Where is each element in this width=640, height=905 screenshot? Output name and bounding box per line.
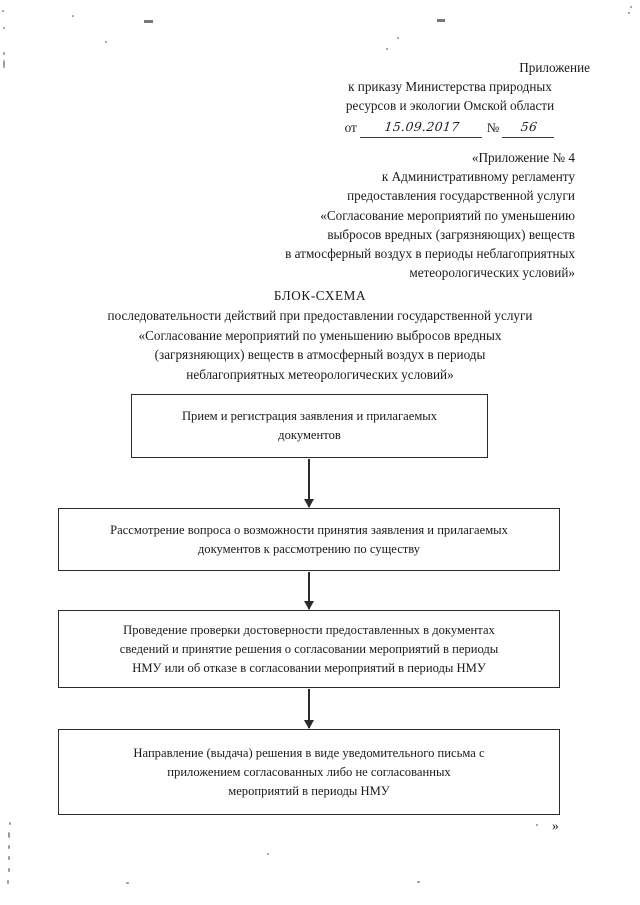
number-value-handwritten: 56 (502, 116, 557, 138)
arrow-down-icon (303, 720, 314, 729)
flowchart-connector-3-to-4 (303, 689, 314, 729)
scan-artifact (536, 824, 538, 826)
flowchart-box-4-line-1: Направление (выдача) решения в виде увед… (133, 745, 485, 760)
flowchart-box-1: Прием и регистрация заявления и прилагае… (131, 394, 488, 458)
prilozhenie-line-3: предоставления государственной услуги (347, 188, 575, 204)
arrow-down-icon (303, 601, 314, 610)
scan-artifact (437, 19, 445, 22)
scan-artifact (630, 6, 632, 8)
page-title-block: БЛОК-СХЕМА последовательности действий п… (40, 286, 600, 384)
arrow-down-icon (303, 499, 314, 508)
prilozhenie-line-2: к Административному регламенту (381, 169, 575, 185)
scan-artifact (417, 881, 420, 883)
header-ministry-line-2: к приказу Министерства природных (348, 79, 552, 95)
scan-artifact (126, 882, 129, 884)
header-ministry-block: Приложение к приказу Министерства природ… (300, 58, 600, 138)
flowchart-box-2-line-2: документов к рассмотрению по существу (197, 541, 421, 556)
scan-artifact (3, 52, 5, 55)
scan-artifact (386, 48, 388, 50)
prilozhenie-line-4: «Согласование мероприятий по уменьшению (320, 207, 575, 223)
title-subline-2: «Согласование мероприятий по уменьшению … (138, 327, 502, 343)
scan-artifact (628, 12, 630, 14)
scan-artifact (3, 60, 5, 68)
flowchart-box-1-line-2: документов (278, 428, 341, 442)
scan-artifact (144, 20, 153, 23)
flowchart-connector-2-to-3 (303, 572, 314, 610)
scan-artifact (105, 41, 107, 43)
scan-artifact (2, 10, 4, 12)
scan-artifact (267, 853, 269, 855)
flowchart-connector-1-to-2 (303, 459, 314, 508)
header-prilozhenie-block: «Приложение № 4 к Административному регл… (175, 148, 575, 282)
flowchart-box-4: Направление (выдача) решения в виде увед… (58, 729, 560, 815)
prilozhenie-line-7: метеорологических условий» (409, 265, 575, 281)
prilozhenie-line-6: в атмосферный воздух в периоды неблагопр… (285, 246, 575, 262)
page-title: БЛОК-СХЕМА (273, 288, 367, 303)
flowchart-box-1-line-1: Прием и регистрация заявления и прилагае… (181, 409, 438, 423)
flowchart-box-3-line-3: НМУ или об отказе в согласовании меропри… (132, 660, 486, 675)
flowchart-box-3: Проведение проверки достоверности предос… (58, 610, 560, 688)
closing-quote-mark: » (552, 818, 559, 833)
flowchart-box-3-line-1: Проведение проверки достоверности предос… (123, 622, 495, 637)
flowchart-box-3-line-2: сведений и принятие решения о согласован… (119, 641, 499, 656)
scan-artifact (7, 880, 9, 884)
number-label: № (486, 119, 500, 135)
title-subline-1: последовательности действий при предоста… (107, 308, 533, 324)
scan-artifact (8, 868, 10, 872)
title-subline-4: неблагоприятных метеорологических услови… (186, 366, 454, 382)
flowchart-box-4-line-3: мероприятий в периоды НМУ (228, 783, 390, 798)
title-subline-3: (загрязняющих) веществ в атмосферный воз… (154, 347, 486, 363)
scan-artifact (8, 832, 10, 838)
scan-artifact (3, 27, 5, 29)
scan-artifact (8, 845, 10, 849)
scan-artifact (397, 37, 399, 39)
prilozhenie-line-1: «Приложение № 4 (471, 150, 575, 165)
scan-artifact (8, 856, 10, 860)
scan-artifact (9, 822, 11, 825)
date-value-handwritten: 15.09.2017 (359, 116, 484, 138)
flowchart-box-2-line-1: Рассмотрение вопроса о возможности приня… (110, 522, 508, 537)
header-ministry-line-1: Приложение (519, 60, 590, 75)
header-ministry-line-3: ресурсов и экологии Омской области (345, 98, 555, 114)
order-date-number-line: от 15.09.2017 № 56 (300, 116, 600, 138)
flowchart-box-2: Рассмотрение вопроса о возможности приня… (58, 508, 560, 571)
prilozhenie-line-5: выбросов вредных (загрязняющих) веществ (327, 226, 575, 242)
scan-artifact (72, 15, 74, 17)
flowchart-box-4-line-2: приложением согласованных либо не соглас… (167, 764, 451, 779)
date-label: от (344, 119, 357, 135)
